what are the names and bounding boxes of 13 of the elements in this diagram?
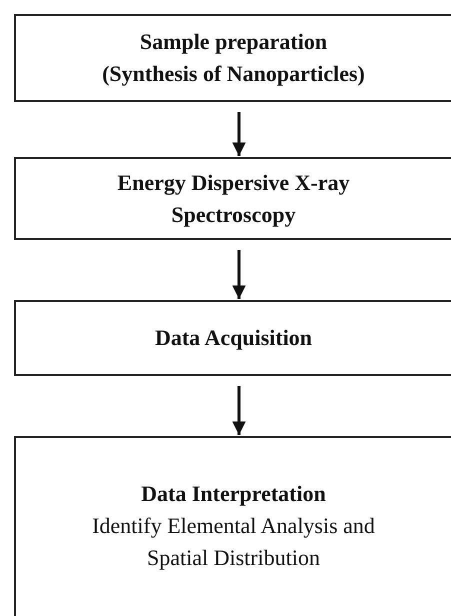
box-body: Identify Elemental Analysis and Spatial Distribution bbox=[91, 512, 376, 572]
arrow bbox=[232, 386, 246, 435]
box-heading: Data Acquisition bbox=[154, 324, 312, 352]
box-body: (Synthesis of Nanoparticles) bbox=[102, 60, 365, 88]
box-heading: Sample preparation bbox=[140, 28, 328, 56]
process-box bbox=[14, 157, 451, 240]
box-heading: Energy Dispersive X-ray Spectroscopy bbox=[116, 168, 351, 229]
process-box bbox=[14, 300, 451, 376]
arrow bbox=[232, 112, 246, 156]
box-heading: Data Interpretation bbox=[141, 480, 326, 508]
process-box bbox=[14, 14, 451, 102]
process-box bbox=[14, 436, 451, 616]
arrow bbox=[232, 250, 246, 299]
